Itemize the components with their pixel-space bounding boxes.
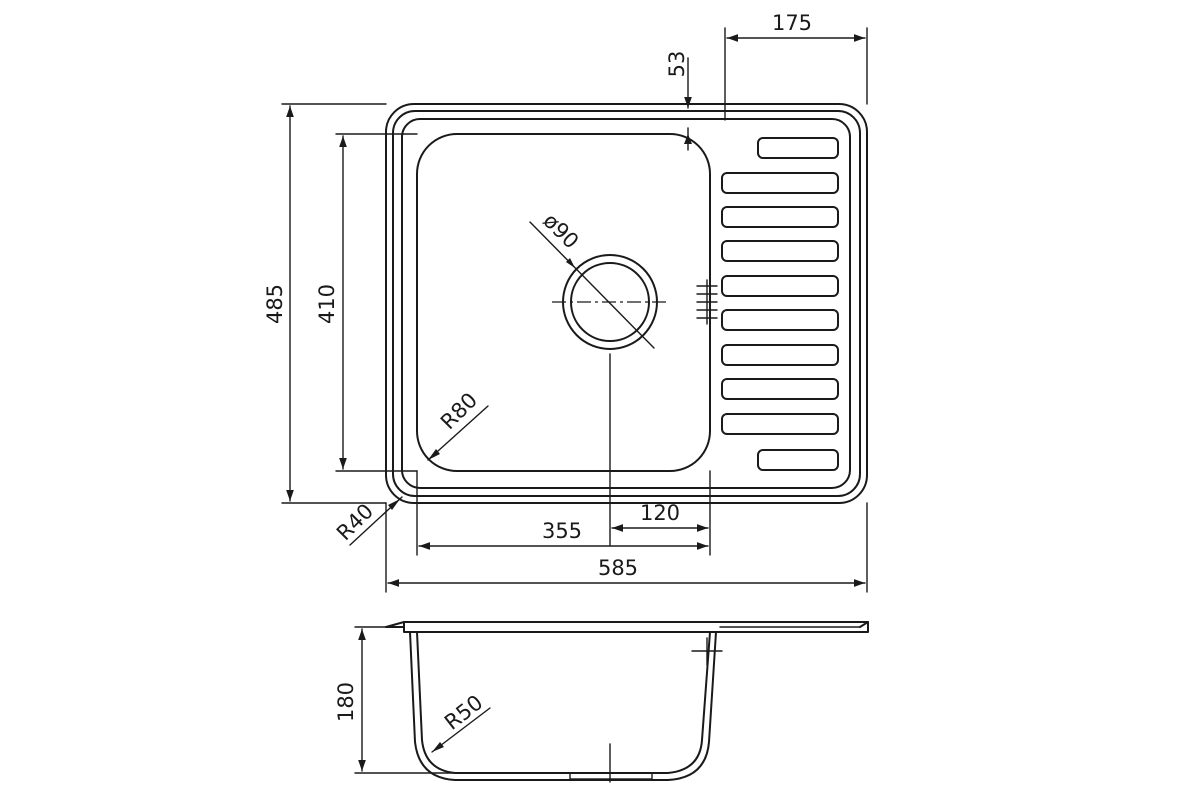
drainer-slot [757, 137, 839, 159]
section-drain-outlet [569, 772, 653, 780]
drainer-ribs [721, 137, 839, 471]
dim-label-120: 120 [640, 501, 680, 525]
dim-label-53: 53 [665, 51, 689, 78]
drainer-slot [757, 449, 839, 471]
outer-rim [385, 103, 868, 504]
plan-view [349, 103, 868, 546]
deck-edge [401, 118, 851, 489]
overflow-marks [696, 279, 718, 325]
diameter-arrow [566, 258, 575, 268]
dim-label-485: 485 [263, 284, 287, 324]
dim-label-355: 355 [542, 519, 582, 543]
dim-label-r80: R80 [436, 388, 482, 434]
r80-arrow [428, 449, 440, 460]
r80-leader [427, 405, 489, 461]
section-view: R50 180 [334, 621, 869, 783]
drainer-slot [721, 413, 839, 435]
dim-label-410: 410 [315, 284, 339, 324]
dim-label-175: 175 [772, 11, 812, 35]
drainer-slot [721, 378, 839, 400]
diameter-leader [529, 221, 655, 349]
dim-label-180: 180 [334, 682, 358, 722]
r40-arrow [388, 499, 400, 510]
drainer-slot [721, 309, 839, 331]
drainer-slot [721, 172, 839, 194]
drainer-slot [721, 344, 839, 366]
drainer-slot [721, 206, 839, 228]
drainer-slot [721, 275, 839, 297]
dim-label-diameter: ø90 [538, 209, 583, 254]
plan-dimensions: 485 410 175 53 355 120 585 ø90 R80 R40 [263, 11, 868, 593]
section-bowl-outer [409, 631, 717, 781]
dim-label-r40: R40 [332, 499, 378, 545]
dim-label-585: 585 [598, 556, 638, 580]
rim-inner-edge [392, 110, 861, 497]
drainer-slot [721, 240, 839, 262]
